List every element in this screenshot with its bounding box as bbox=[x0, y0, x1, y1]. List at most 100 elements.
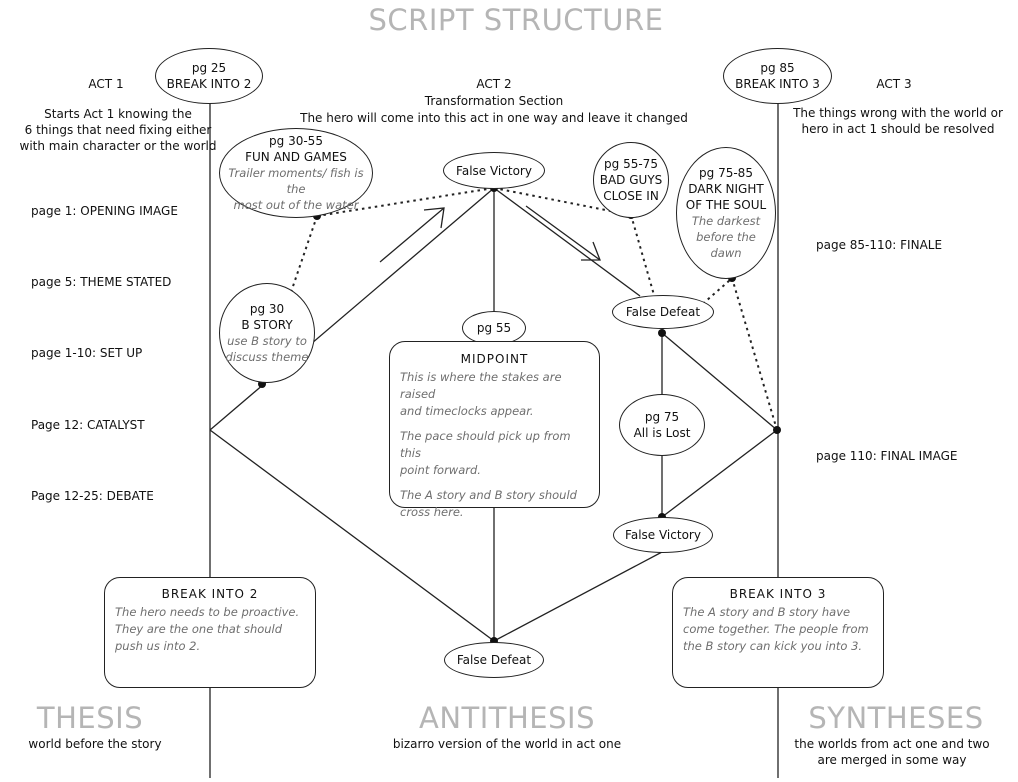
node-bad-guys-close-in: pg 55-75 BAD GUYS CLOSE IN bbox=[593, 142, 669, 218]
line-falsedefeat-right-to-finale bbox=[661, 332, 778, 431]
node-false-defeat-right: False Defeat bbox=[612, 295, 714, 329]
footer-syntheses-sub: the worlds from act one and two are merg… bbox=[794, 736, 989, 768]
node-label: CLOSE IN bbox=[603, 189, 659, 203]
node-false-defeat-bottom: False Defeat bbox=[444, 642, 544, 678]
break-into-3-box: BREAK INTO 3 The A story and B story hav… bbox=[672, 577, 884, 688]
text-line: are merged in some way bbox=[817, 753, 967, 767]
dotted-bad-to-falsedefeat bbox=[630, 214, 655, 296]
act1-description: Starts Act 1 knowing the 6 things that n… bbox=[20, 106, 217, 154]
node-label: OF THE SOUL bbox=[685, 198, 767, 212]
junction-dot-finale bbox=[773, 426, 781, 434]
marker-opening-image: page 1: OPENING IMAGE bbox=[31, 204, 178, 218]
text-line: the worlds from act one and two bbox=[794, 737, 990, 751]
node-page: pg 75-85 bbox=[699, 166, 753, 180]
line-catalyst-to-falsevictory bbox=[209, 187, 495, 431]
footer-thesis-sub: world before the story bbox=[28, 737, 162, 751]
node-note: dawn bbox=[710, 246, 742, 260]
footer-antithesis-sub: bizarro version of the world in act one bbox=[392, 737, 622, 751]
footer-syntheses: SYNTHESES bbox=[808, 701, 984, 735]
node-page: pg 30 bbox=[249, 302, 285, 316]
node-page: pg 30-55 bbox=[269, 134, 323, 148]
node-label: B STORY bbox=[241, 318, 293, 332]
act2-label: ACT 2 bbox=[476, 77, 512, 91]
node-note: before the bbox=[696, 230, 756, 244]
node-page: pg 75 bbox=[644, 410, 680, 424]
text-line: the B story can kick you into 3. bbox=[683, 639, 863, 653]
arrow-down-right-head bbox=[581, 241, 601, 261]
text-line: They are the one that should bbox=[115, 622, 283, 636]
marker-theme-stated: page 5: THEME STATED bbox=[31, 275, 172, 289]
node-label: BREAK INTO 2 bbox=[166, 77, 252, 91]
act1-label: ACT 1 bbox=[88, 77, 124, 91]
arrow-up-right bbox=[379, 207, 445, 263]
node-all-is-lost: pg 75 All is Lost bbox=[619, 394, 705, 456]
node-page: pg 85 bbox=[760, 61, 795, 75]
node-fun-and-games: pg 30-55 FUN AND GAMES Trailer moments/ … bbox=[219, 128, 373, 218]
line-falsevictory-to-finale bbox=[661, 429, 778, 518]
midpoint-title: MIDPOINT bbox=[460, 352, 529, 366]
node-note: The darkest bbox=[691, 214, 761, 228]
node-note: most out of the water bbox=[233, 198, 359, 212]
act3-desc-line: hero in act 1 should be resolved bbox=[801, 122, 995, 136]
line-catalyst-to-falsedefeat bbox=[209, 429, 495, 642]
text-line: push us into 2. bbox=[115, 639, 201, 653]
node-false-victory-top: False Victory bbox=[443, 152, 545, 189]
text-line: This is where the stakes are raised bbox=[400, 370, 562, 401]
marker-debate: Page 12-25: DEBATE bbox=[31, 489, 154, 503]
node-label: All is Lost bbox=[633, 426, 691, 440]
text-line: The hero needs to be proactive. bbox=[115, 605, 300, 619]
node-label: False Defeat bbox=[625, 305, 701, 319]
node-b-story: pg 30 B STORY use B story to discuss the… bbox=[219, 283, 315, 383]
node-break-into-3: pg 85 BREAK INTO 3 bbox=[723, 48, 832, 104]
node-note: Trailer moments/ fish is the bbox=[228, 166, 364, 196]
act3-description: The things wrong with the world or hero … bbox=[793, 105, 1003, 137]
arrow-up-right-head bbox=[423, 207, 445, 229]
break-into-2-box: BREAK INTO 2 The hero needs to be proact… bbox=[104, 577, 316, 688]
midpoint-para: This is where the stakes are raised and … bbox=[400, 369, 589, 420]
text-line: come together. The people from bbox=[683, 622, 869, 636]
text-line: The pace should pick up from this bbox=[400, 429, 571, 460]
dotted-dark-to-finale bbox=[731, 277, 778, 431]
act3-label: ACT 3 bbox=[876, 77, 912, 91]
node-label: DARK NIGHT bbox=[688, 182, 764, 196]
midpoint-box: MIDPOINT This is where the stakes are ra… bbox=[389, 341, 600, 519]
node-page: pg 55-75 bbox=[604, 157, 658, 171]
marker-finale: page 85-110: FINALE bbox=[816, 238, 943, 252]
node-note: use B story to bbox=[227, 334, 307, 348]
node-break-into-2: pg 25 BREAK INTO 2 bbox=[155, 48, 263, 104]
node-dark-night-of-the-soul: pg 75-85 DARK NIGHT OF THE SOUL The dark… bbox=[676, 147, 776, 279]
break-into-2-body: The hero needs to be proactive. They are… bbox=[115, 604, 305, 655]
line-falsevictory-to-falsedefeat-right bbox=[493, 187, 641, 297]
node-pg-55: pg 55 bbox=[462, 311, 526, 345]
text-line: and timeclocks appear. bbox=[400, 404, 534, 418]
node-label: False Defeat bbox=[456, 653, 532, 667]
text-line: cross here. bbox=[400, 505, 464, 519]
footer-antithesis: ANTITHESIS bbox=[418, 701, 596, 735]
diagram-title: SCRIPT STRUCTURE bbox=[368, 3, 664, 37]
act3-desc-line: The things wrong with the world or bbox=[793, 106, 1003, 120]
node-false-victory-bottom: False Victory bbox=[613, 517, 713, 553]
arrow-down-right bbox=[525, 205, 601, 261]
text-line: point forward. bbox=[400, 463, 481, 477]
marker-set-up: page 1-10: SET UP bbox=[31, 346, 143, 360]
node-page: pg 25 bbox=[191, 61, 227, 75]
text-line: The A story and B story have bbox=[683, 605, 851, 619]
marker-final-image: page 110: FINAL IMAGE bbox=[816, 449, 958, 463]
junction-dot-falsedefeat bbox=[658, 329, 666, 337]
node-label: BREAK INTO 3 bbox=[735, 77, 820, 91]
node-label: False Victory bbox=[625, 528, 701, 542]
dotted-fun-to-bstory bbox=[289, 215, 318, 296]
break-into-2-title: BREAK INTO 2 bbox=[161, 587, 259, 601]
break-into-3-body: The A story and B story have come togeth… bbox=[683, 604, 873, 655]
text-line: The A story and B story should bbox=[400, 488, 577, 502]
act2-subtitle: Transformation Section bbox=[424, 94, 564, 108]
act2-description: The hero will come into this act in one … bbox=[300, 111, 688, 125]
act1-desc-line: 6 things that need fixing either bbox=[24, 123, 212, 137]
node-label: BAD GUYS bbox=[599, 173, 663, 187]
node-note: discuss theme bbox=[225, 350, 309, 364]
midpoint-para: The pace should pick up from this point … bbox=[400, 428, 589, 479]
node-label: False Victory bbox=[456, 163, 532, 178]
node-label: pg 55 bbox=[476, 321, 512, 335]
act1-desc-line: with main character or the world bbox=[19, 139, 217, 153]
